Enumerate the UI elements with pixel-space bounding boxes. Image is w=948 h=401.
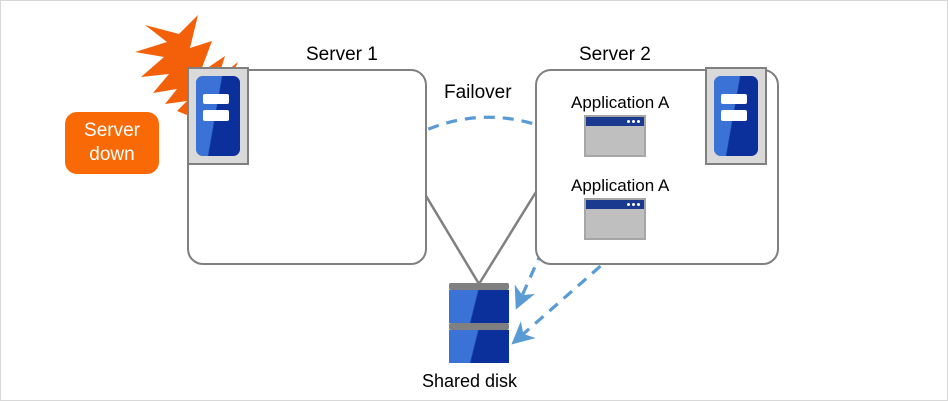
application-a-window-icon-2 (584, 198, 646, 240)
server2-chassis (714, 76, 758, 156)
failover-label: Failover (444, 82, 512, 103)
disk-bar-middle (449, 323, 509, 330)
shared-disk-icon (449, 283, 509, 365)
disk-platter-1 (449, 290, 509, 323)
server1-machine-icon (187, 67, 249, 165)
app-window-titlebar-2 (586, 200, 644, 209)
app-window-titlebar-1 (586, 117, 644, 126)
disk-platter-2 (449, 330, 509, 363)
failover-arrow (410, 115, 561, 139)
application-a-label-1: Application A (571, 93, 670, 112)
server-down-callout: Server down (65, 112, 159, 174)
disk-bar-top (449, 283, 509, 290)
application-a-window-icon-1 (584, 115, 646, 157)
server1-slot-bar-1 (203, 93, 230, 104)
server-down-line-2: down (89, 144, 135, 165)
app-window-dots-1 (627, 120, 640, 123)
server2-title: Server 2 (579, 44, 651, 65)
server-down-line-1: Server (84, 120, 140, 141)
server2-machine-icon (705, 67, 767, 165)
server1-title: Server 1 (306, 44, 378, 65)
shared-disk-label: Shared disk (422, 371, 518, 391)
app-window-dots-2 (627, 203, 640, 206)
server1-chassis (196, 76, 240, 156)
application-a-label-2: Application A (571, 176, 670, 195)
server2-slot-bar-2 (721, 110, 748, 121)
server2-slot-bar-1 (721, 93, 748, 104)
server1-slot-bar-2 (203, 110, 230, 121)
